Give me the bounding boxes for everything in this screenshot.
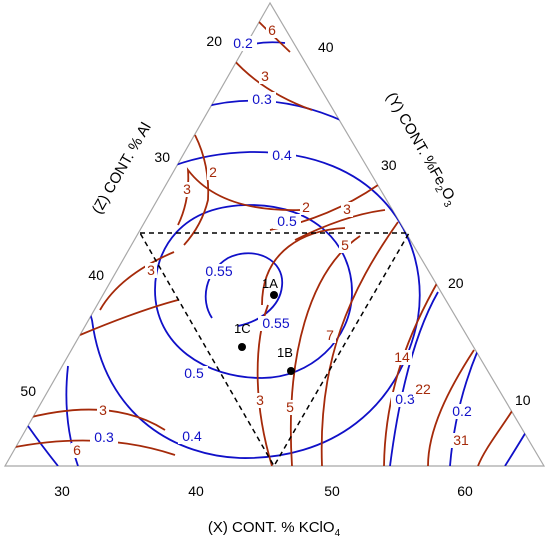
x-tick-1: 40 <box>188 483 204 499</box>
contour-red-7 <box>320 221 399 466</box>
ternary-frame <box>3 1 546 467</box>
y-axis-title-sub2: 3 <box>441 199 454 210</box>
red-contour-label-15: 6 <box>73 442 81 458</box>
blue-contour-label-3: 0.5 <box>277 213 297 229</box>
red-contour-label-12: 22 <box>415 381 431 397</box>
blue-contour-label-8: 0.3 <box>395 391 415 407</box>
contour-red-22 <box>427 349 475 466</box>
contour-red-3-top <box>231 57 313 111</box>
contour-red-3-bottom-left <box>19 408 166 431</box>
red-label-bg-9 <box>284 400 296 415</box>
red-label-bg-2 <box>207 165 219 180</box>
contour-red-31 <box>477 407 515 466</box>
red-contour-label-6: 3 <box>147 262 155 278</box>
contour-red-3-left <box>99 251 175 311</box>
contour-red-3-upper-left <box>183 134 210 246</box>
contour-blue-0.2-left <box>27 425 59 466</box>
blue-label-bg-4 <box>201 264 237 279</box>
blue-contour-label-6: 0.5 <box>184 365 204 381</box>
blue-contour-label-7: 0.4 <box>182 428 202 444</box>
blue-label-bg-3 <box>273 214 301 229</box>
design-point-1A <box>270 291 278 299</box>
x-axis-title-sub: 4 <box>335 528 341 539</box>
red-label-bg-3 <box>300 200 312 215</box>
red-label-bg-12 <box>413 382 433 397</box>
y-axis-title-sub1: 2 <box>432 184 445 195</box>
x-axis-title: (X) CONT. % KClO4 <box>208 519 341 539</box>
red-label-bg-0 <box>266 23 278 38</box>
red-label-bg-11 <box>392 350 412 365</box>
red-label-bg-1 <box>259 69 271 84</box>
contour-red-5-inner <box>261 227 346 306</box>
x-tick-3: 60 <box>457 483 473 499</box>
y-tick-3: 10 <box>515 392 531 408</box>
red-contour-label-14: 3 <box>99 402 107 418</box>
red-label-bg-15 <box>71 443 83 458</box>
blue-contour-label-1: 0.3 <box>252 91 272 107</box>
x-tick-0: 30 <box>54 483 70 499</box>
blue-contour-label-10: 0.3 <box>94 429 114 445</box>
x-axis-title-main: (X) CONT. % KClO <box>208 519 335 536</box>
y-axis-title: (Y) CONT. %Fe2O3 <box>380 90 461 210</box>
red-contour-label-7: 5 <box>341 237 349 253</box>
blue-contour-label-9: 0.2 <box>452 403 472 419</box>
blue-label-bg-6 <box>180 366 208 381</box>
contour-blue-0.55 <box>204 252 283 327</box>
contour-blue-0.1-right <box>504 431 527 466</box>
z-tick-0: 20 <box>206 33 222 49</box>
z-tick-2: 40 <box>88 267 104 283</box>
blue-label-bg-7 <box>178 429 206 444</box>
red-label-bg-8 <box>324 328 336 343</box>
red-contour-label-0: 6 <box>268 22 276 38</box>
red-label-bg-4 <box>341 202 353 217</box>
design-point-label-1C: 1C <box>234 321 251 336</box>
x-tick-2: 50 <box>324 483 340 499</box>
red-label-bg-13 <box>451 433 471 448</box>
z-axis-title: (Z) CONT. % Al <box>89 120 155 217</box>
red-contour-label-13: 31 <box>453 432 469 448</box>
contour-red-3-left-low <box>79 299 179 336</box>
contour-red-2 <box>177 167 301 226</box>
red-contour-label-10: 3 <box>256 392 264 408</box>
contour-red-5-a <box>294 209 386 241</box>
red-label-bg-6 <box>145 263 157 278</box>
red-contour-label-4: 3 <box>343 201 351 217</box>
blue-contour-label-5: 0.55 <box>262 315 289 331</box>
blue-label-bg-2 <box>268 148 296 163</box>
red-contour-label-11: 14 <box>394 349 410 365</box>
blue-label-bg-10 <box>90 430 118 445</box>
blue-label-bg-8 <box>391 392 419 407</box>
red-contour-label-5: 3 <box>183 181 191 197</box>
y-tick-0: 40 <box>318 39 334 55</box>
z-tick-3: 50 <box>20 383 36 399</box>
design-point-label-1A: 1A <box>262 276 278 291</box>
blue-label-bg-0 <box>229 36 257 51</box>
blue-contour-label-4: 0.55 <box>205 263 232 279</box>
red-contour-label-8: 7 <box>326 327 334 343</box>
contour-blue-0.4 <box>84 151 421 459</box>
contour-blue-0.5 <box>154 204 353 379</box>
y-axis-title-main: (Y) CONT. %Fe <box>383 90 450 189</box>
blue-contour-label-0: 0.2 <box>233 35 253 51</box>
red-label-bg-14 <box>97 403 109 418</box>
red-contour-label-2: 2 <box>209 164 217 180</box>
design-point-1B <box>287 367 295 375</box>
blue-contour-label-2: 0.4 <box>272 147 292 163</box>
red-label-bg-7 <box>339 238 351 253</box>
design-point-label-1B: 1B <box>277 345 293 360</box>
y-tick-1: 30 <box>381 157 397 173</box>
red-label-bg-5 <box>181 182 193 197</box>
design-point-1C <box>238 343 246 351</box>
red-label-bg-10 <box>254 393 266 408</box>
y-tick-2: 20 <box>448 275 464 291</box>
blue-label-bg-5 <box>258 316 294 331</box>
z-tick-1: 30 <box>154 149 170 165</box>
red-contour-label-9: 5 <box>286 399 294 415</box>
red-contour-label-3: 2 <box>302 199 310 215</box>
blue-label-bg-1 <box>248 92 276 107</box>
blue-label-bg-9 <box>448 404 476 419</box>
red-contour-label-1: 3 <box>261 68 269 84</box>
